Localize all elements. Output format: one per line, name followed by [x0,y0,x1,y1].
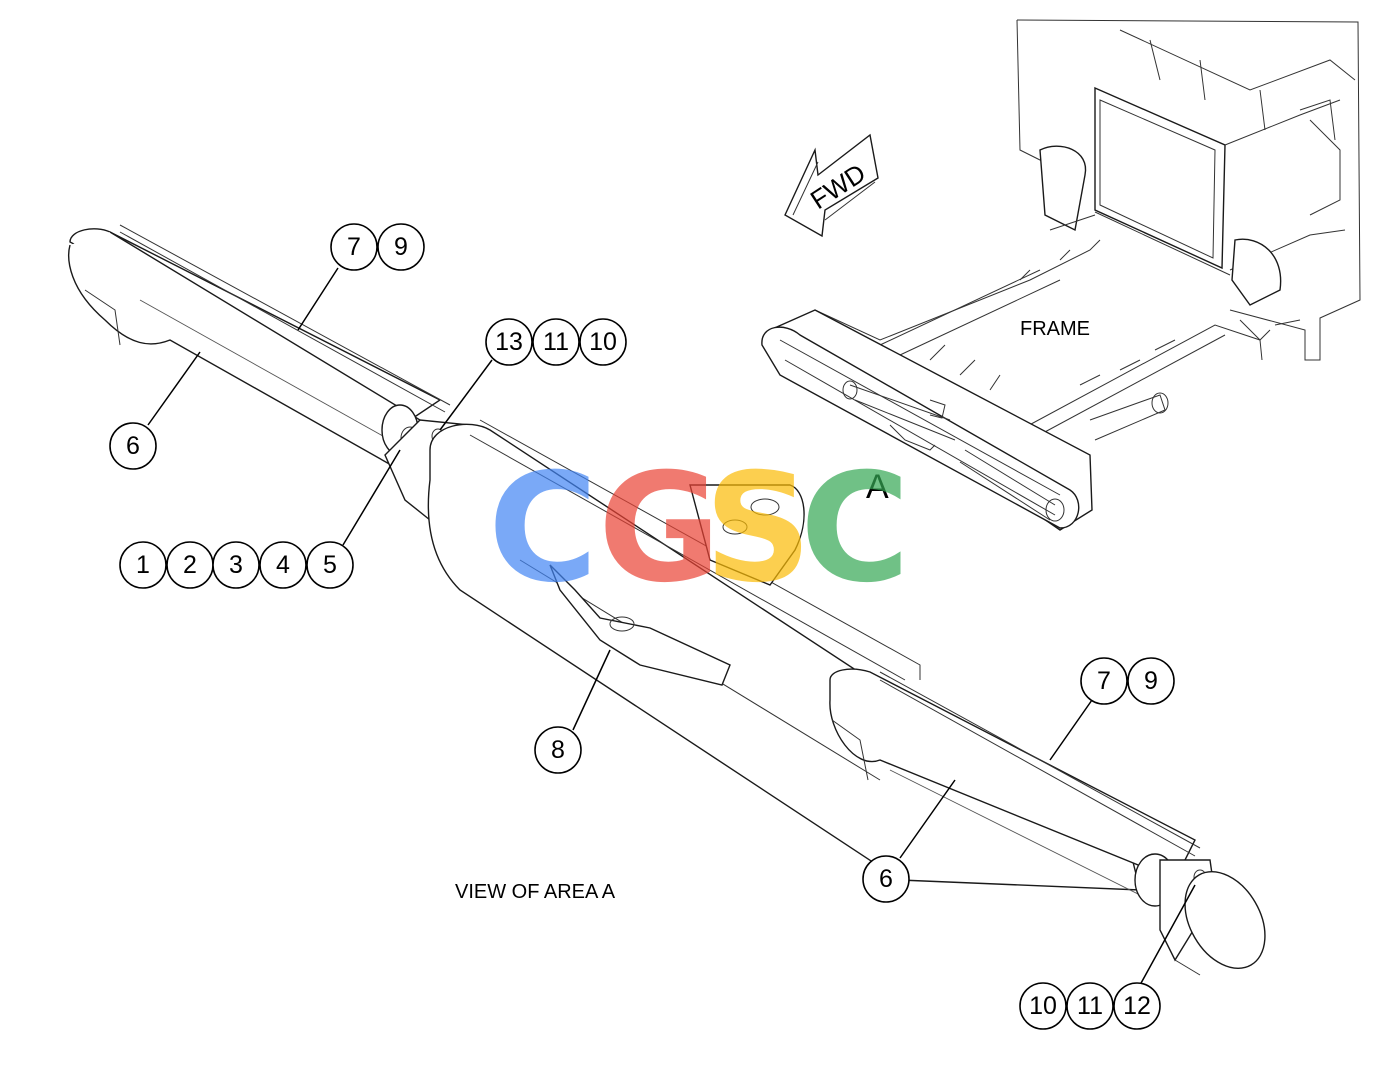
svg-text:8: 8 [551,736,565,764]
svg-text:11: 11 [543,328,569,356]
callout-group-10-11-12: 10 11 12 [1019,982,1161,1030]
callout-group-right-7-9: 7 9 [1080,657,1175,705]
cgsc-watermark: C G S C [488,442,910,616]
callout-3: 3 [212,541,260,589]
callout-11-bottom: 11 [1066,982,1114,1030]
callout-2: 2 [166,541,214,589]
callout-12: 12 [1113,982,1161,1030]
shaft-assembly [68,224,1266,976]
svg-text:5: 5 [323,551,337,579]
callout-9: 9 [377,223,425,271]
watermark-letter-c1: C [488,442,598,616]
svg-text:4: 4 [276,551,290,579]
view-caption: VIEW OF AREA A [455,881,616,903]
watermark-letter-c2: C [800,442,910,616]
svg-text:12: 12 [1123,992,1151,1020]
callout-5: 5 [306,541,354,589]
area-a-label: A [866,468,889,506]
svg-text:7: 7 [347,233,361,261]
callout-group-left-6: 6 [109,422,157,470]
callout-6-right: 6 [862,855,910,903]
callout-group-right-6: 6 [862,855,910,903]
callout-11: 11 [532,318,580,366]
callout-10: 10 [579,318,627,366]
callout-6: 6 [109,422,157,470]
callout-group-8: 8 [534,726,582,774]
svg-text:10: 10 [1029,992,1057,1020]
callout-group-13-11-10: 13 11 10 [485,318,627,366]
callout-group-1-2-3-4-5: 1 2 3 4 5 [119,541,354,589]
frame-assembly [761,19,1361,531]
svg-text:10: 10 [589,328,617,356]
svg-text:13: 13 [495,328,523,356]
watermark-letter-g: G [598,442,721,616]
svg-text:9: 9 [1144,667,1158,695]
fwd-arrow: FWD [784,133,879,238]
callout-8: 8 [534,726,582,774]
svg-text:9: 9 [394,233,408,261]
callout-13: 13 [485,318,533,366]
callout-4: 4 [259,541,307,589]
callout-1: 1 [119,541,167,589]
svg-text:7: 7 [1097,667,1111,695]
svg-text:2: 2 [183,551,197,579]
leader-lines [147,267,1196,986]
callout-9-right: 9 [1127,657,1175,705]
svg-text:1: 1 [136,551,150,579]
callout-10-bottom: 10 [1019,982,1067,1030]
frame-label: FRAME [1020,318,1090,340]
callout-7-right: 7 [1080,657,1128,705]
svg-text:11: 11 [1077,992,1103,1020]
svg-text:3: 3 [229,551,243,579]
callout-7: 7 [330,223,378,271]
callout-group-left-7-9: 7 9 [330,223,425,271]
watermark-letter-s: S [704,442,812,616]
svg-text:6: 6 [879,865,893,893]
svg-text:6: 6 [126,432,140,460]
